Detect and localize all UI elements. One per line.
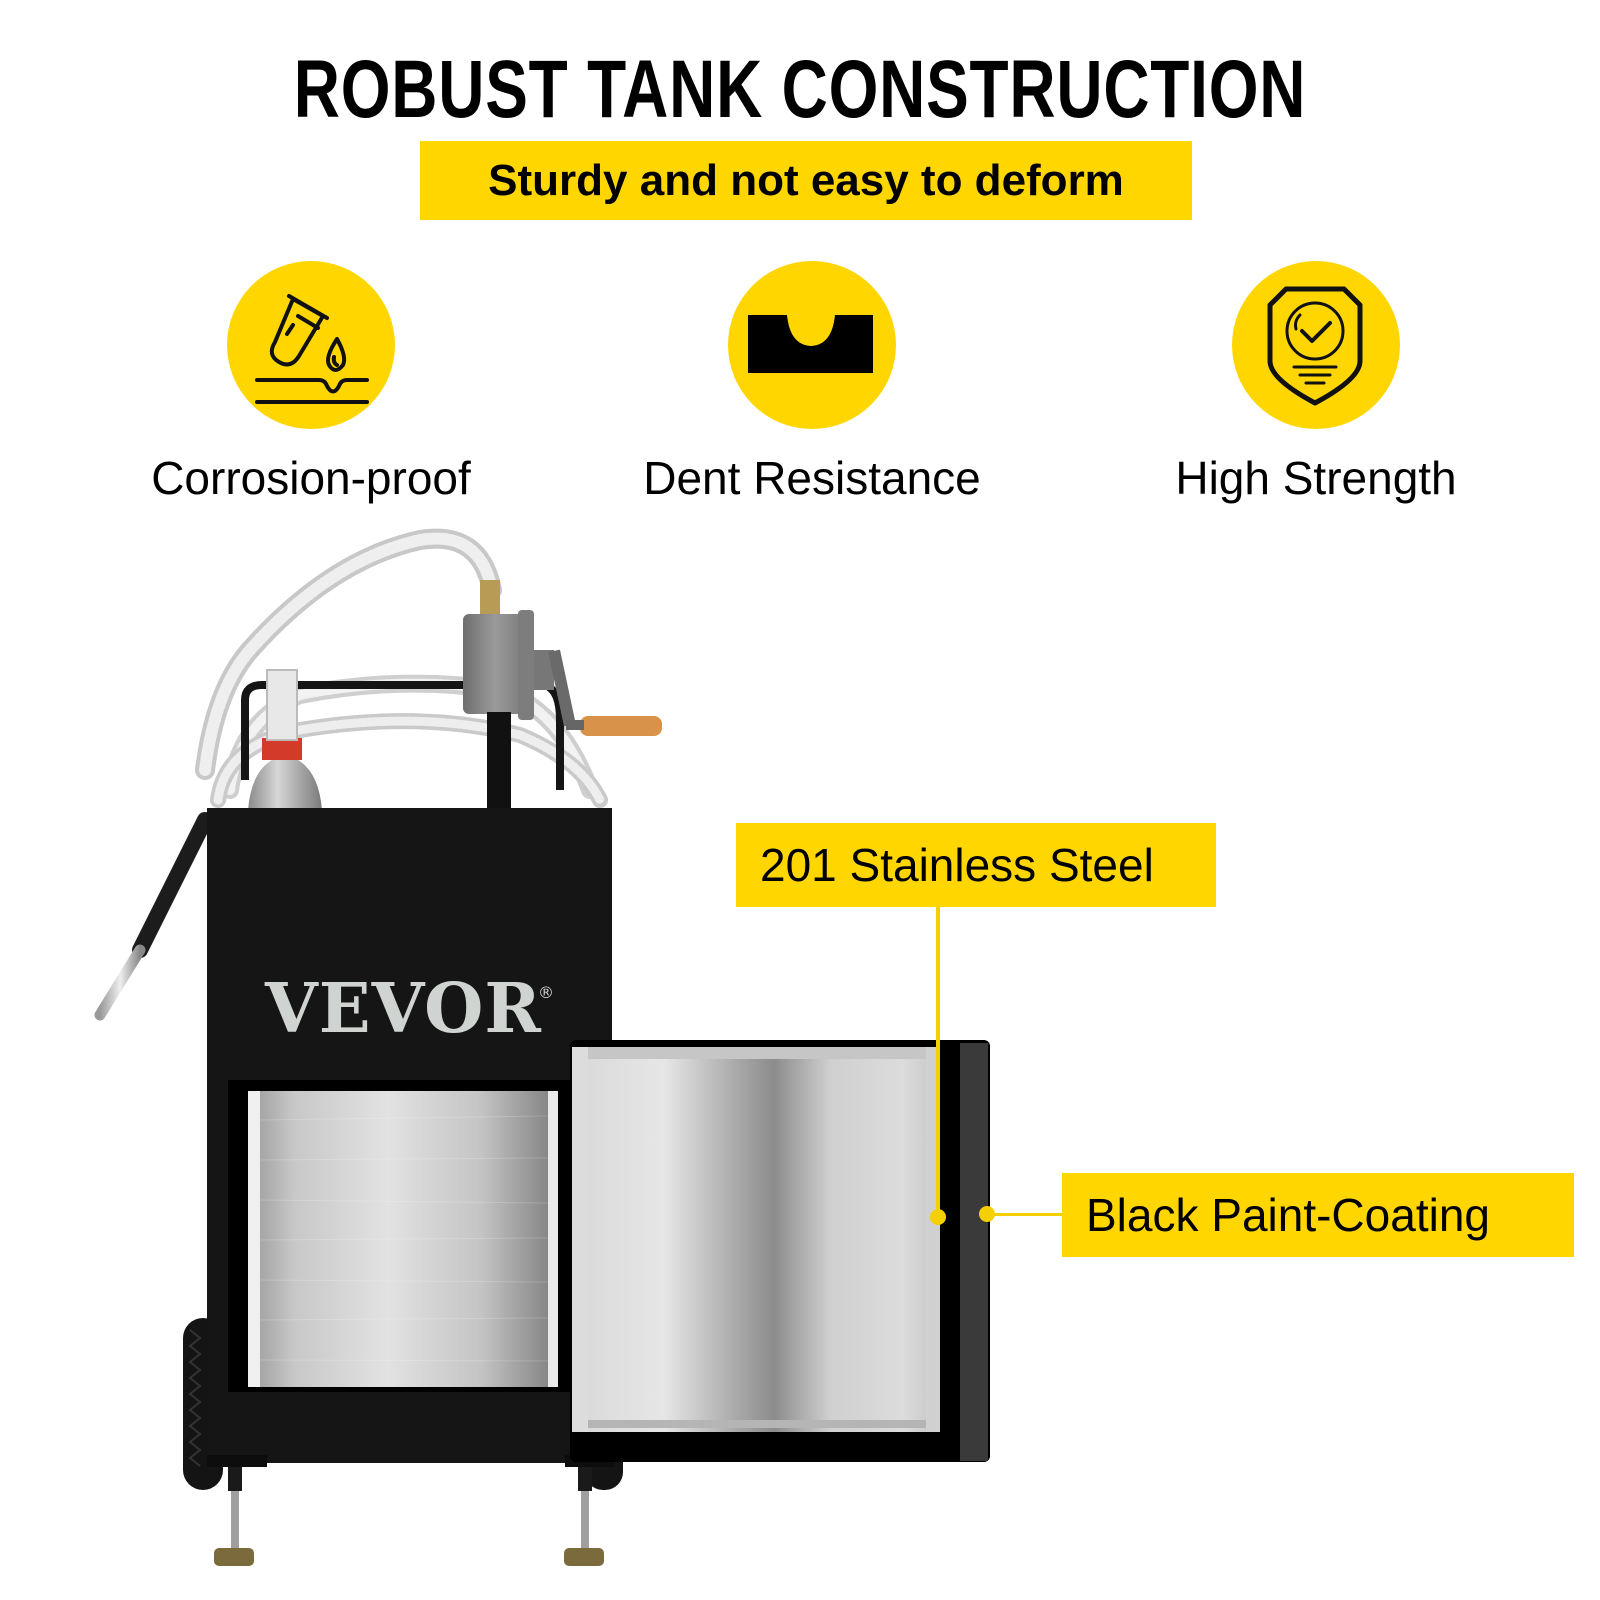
subtitle-banner: Sturdy and not easy to deform	[420, 141, 1192, 220]
feature-label: Corrosion-proof	[151, 452, 471, 504]
callout-stainless-steel: 201 Stainless Steel	[736, 823, 1216, 907]
callout-anchor-dot-1	[930, 1209, 946, 1225]
test-tube-drop-icon	[227, 261, 395, 429]
steel-panel-section	[572, 1047, 940, 1432]
registered-mark: ®	[538, 983, 554, 1002]
brand-logo: VEVOR	[264, 969, 542, 1049]
feature-label: Dent Resistance	[643, 452, 981, 504]
feature-label: High Strength	[1175, 452, 1457, 504]
callout-anchor-dot-2	[979, 1206, 995, 1222]
feature-corrosion-proof: Corrosion-proof	[111, 261, 511, 505]
crank-handle	[580, 716, 662, 736]
callout-label: 201 Stainless Steel	[760, 839, 1154, 891]
callout-label: Black Paint-Coating	[1086, 1189, 1490, 1241]
dent-block-icon	[728, 261, 896, 429]
hand-pump	[463, 614, 527, 714]
feature-high-strength: High Strength	[1116, 261, 1516, 505]
feature-dent-resistance: Dent Resistance	[612, 261, 1012, 505]
callout-connector-2	[990, 1213, 1062, 1216]
shield-check-icon	[1232, 261, 1400, 429]
callout-connector-1	[936, 907, 940, 1217]
subtitle-text: Sturdy and not easy to deform	[488, 155, 1124, 205]
page-title: ROBUST TANK CONSTRUCTION	[293, 44, 1307, 135]
callout-paint-coating: Black Paint-Coating	[1062, 1173, 1574, 1257]
steel-panel-front	[248, 1091, 558, 1387]
